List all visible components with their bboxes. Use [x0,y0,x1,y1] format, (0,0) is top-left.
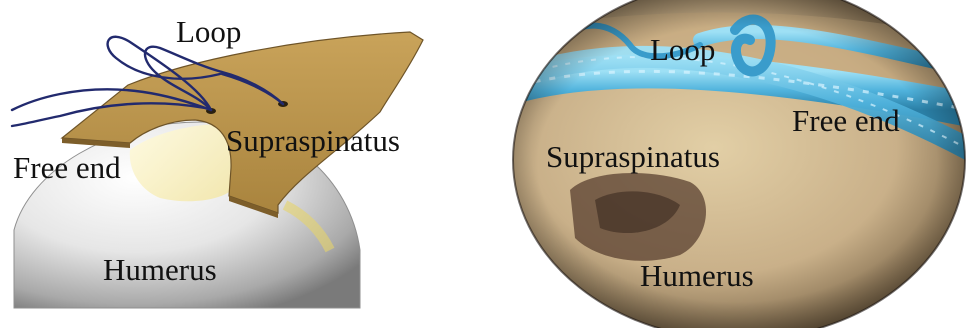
label-humerus: Humerus [103,252,217,287]
label-loop-photo: Loop [650,32,715,67]
label-free-end-photo: Free end [792,103,900,138]
schematic-illustration: Loop Supraspinatus Free end Humerus [0,0,470,328]
arthroscopic-panel: Loop Free end Supraspinatus Humerus [500,0,975,328]
schematic-panel: Loop Supraspinatus Free end Humerus [0,0,470,328]
arthroscopic-image: Loop Free end Supraspinatus Humerus [500,0,975,328]
label-loop: Loop [176,14,241,49]
label-humerus-photo: Humerus [640,258,754,293]
label-supraspinatus-photo: Supraspinatus [546,139,720,174]
label-supraspinatus: Supraspinatus [226,123,400,158]
label-free-end: Free end [13,150,121,185]
